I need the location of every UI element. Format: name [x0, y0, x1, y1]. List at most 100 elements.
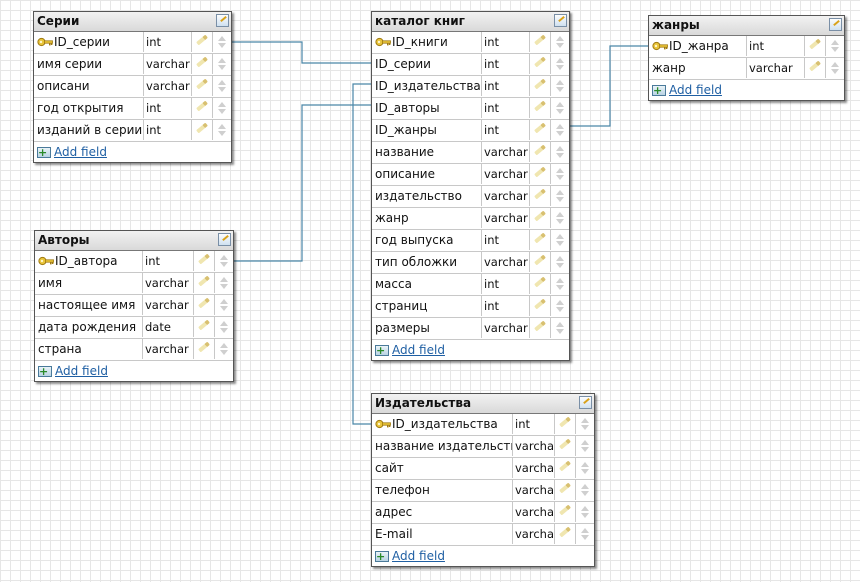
- field-name[interactable]: описани: [34, 76, 144, 96]
- table-title[interactable]: Серии: [34, 12, 231, 32]
- field-type[interactable]: int: [482, 54, 530, 74]
- field-name[interactable]: ID_книги: [372, 32, 482, 52]
- field-name[interactable]: страниц: [372, 296, 482, 316]
- edit-field-button[interactable]: [530, 98, 551, 118]
- field-name[interactable]: ID_жанры: [372, 120, 482, 140]
- field-type[interactable]: int: [482, 230, 530, 250]
- field-type[interactable]: int: [747, 36, 805, 56]
- edit-field-button[interactable]: [192, 54, 213, 74]
- field-type[interactable]: varchar: [482, 208, 530, 228]
- add-field-link[interactable]: Add field: [392, 549, 445, 563]
- add-field-link[interactable]: Add field: [392, 343, 445, 357]
- table-title[interactable]: жанры: [649, 16, 844, 36]
- reorder-field-button[interactable]: [576, 480, 594, 500]
- field-name[interactable]: ID_издательства: [372, 76, 482, 96]
- edit-field-button[interactable]: [194, 295, 215, 315]
- field-type[interactable]: int: [144, 120, 192, 140]
- reorder-field-button[interactable]: [551, 32, 569, 52]
- reorder-field-button[interactable]: [551, 164, 569, 184]
- table-title[interactable]: Авторы: [35, 231, 233, 251]
- reorder-field-button[interactable]: [551, 76, 569, 96]
- edit-field-button[interactable]: [194, 251, 215, 271]
- field-type[interactable]: varchar: [513, 458, 555, 478]
- field-type[interactable]: int: [482, 296, 530, 316]
- reorder-field-button[interactable]: [215, 339, 233, 359]
- edit-field-button[interactable]: [805, 58, 826, 78]
- field-type[interactable]: varchar: [482, 142, 530, 162]
- field-type[interactable]: varchar: [513, 524, 555, 544]
- reorder-field-button[interactable]: [213, 54, 231, 74]
- edit-field-button[interactable]: [530, 54, 551, 74]
- edit-table-icon[interactable]: [829, 18, 842, 31]
- edit-field-button[interactable]: [194, 339, 215, 359]
- reorder-field-button[interactable]: [551, 296, 569, 316]
- reorder-field-button[interactable]: [551, 208, 569, 228]
- field-type[interactable]: varchar: [482, 164, 530, 184]
- field-name[interactable]: масса: [372, 274, 482, 294]
- field-name[interactable]: название издательства: [372, 436, 513, 456]
- table-title[interactable]: Издательства: [372, 394, 594, 414]
- reorder-field-button[interactable]: [213, 76, 231, 96]
- field-type[interactable]: varchar: [482, 186, 530, 206]
- field-type[interactable]: varchar: [482, 318, 530, 338]
- field-type[interactable]: varchar: [143, 295, 194, 315]
- field-type[interactable]: varchar: [144, 54, 192, 74]
- edit-field-button[interactable]: [530, 186, 551, 206]
- add-field-link[interactable]: Add field: [54, 145, 107, 159]
- field-type[interactable]: varchar: [747, 58, 805, 78]
- field-type[interactable]: int: [482, 32, 530, 52]
- edit-field-button[interactable]: [555, 480, 576, 500]
- field-type[interactable]: varchar: [513, 436, 555, 456]
- field-name[interactable]: E-mail: [372, 524, 513, 544]
- reorder-field-button[interactable]: [215, 317, 233, 337]
- edit-field-button[interactable]: [530, 318, 551, 338]
- field-type[interactable]: int: [482, 120, 530, 140]
- edit-field-button[interactable]: [530, 296, 551, 316]
- edit-field-button[interactable]: [555, 502, 576, 522]
- field-type[interactable]: varchar: [513, 480, 555, 500]
- field-name[interactable]: издательство: [372, 186, 482, 206]
- field-name[interactable]: настоящее имя: [35, 295, 143, 315]
- edit-field-button[interactable]: [555, 524, 576, 544]
- reorder-field-button[interactable]: [215, 295, 233, 315]
- field-type[interactable]: int: [482, 274, 530, 294]
- reorder-field-button[interactable]: [576, 414, 594, 434]
- reorder-field-button[interactable]: [213, 32, 231, 52]
- reorder-field-button[interactable]: [576, 458, 594, 478]
- field-type[interactable]: int: [482, 98, 530, 118]
- edit-field-button[interactable]: [530, 274, 551, 294]
- edit-field-button[interactable]: [192, 98, 213, 118]
- field-name[interactable]: описание: [372, 164, 482, 184]
- edit-field-button[interactable]: [530, 164, 551, 184]
- field-type[interactable]: date: [143, 317, 194, 337]
- edit-field-button[interactable]: [805, 36, 826, 56]
- edit-field-button[interactable]: [192, 76, 213, 96]
- field-type[interactable]: varchar: [143, 339, 194, 359]
- reorder-field-button[interactable]: [215, 273, 233, 293]
- field-name[interactable]: телефон: [372, 480, 513, 500]
- field-name[interactable]: год открытия: [34, 98, 144, 118]
- field-name[interactable]: адрес: [372, 502, 513, 522]
- field-type[interactable]: varchar: [144, 76, 192, 96]
